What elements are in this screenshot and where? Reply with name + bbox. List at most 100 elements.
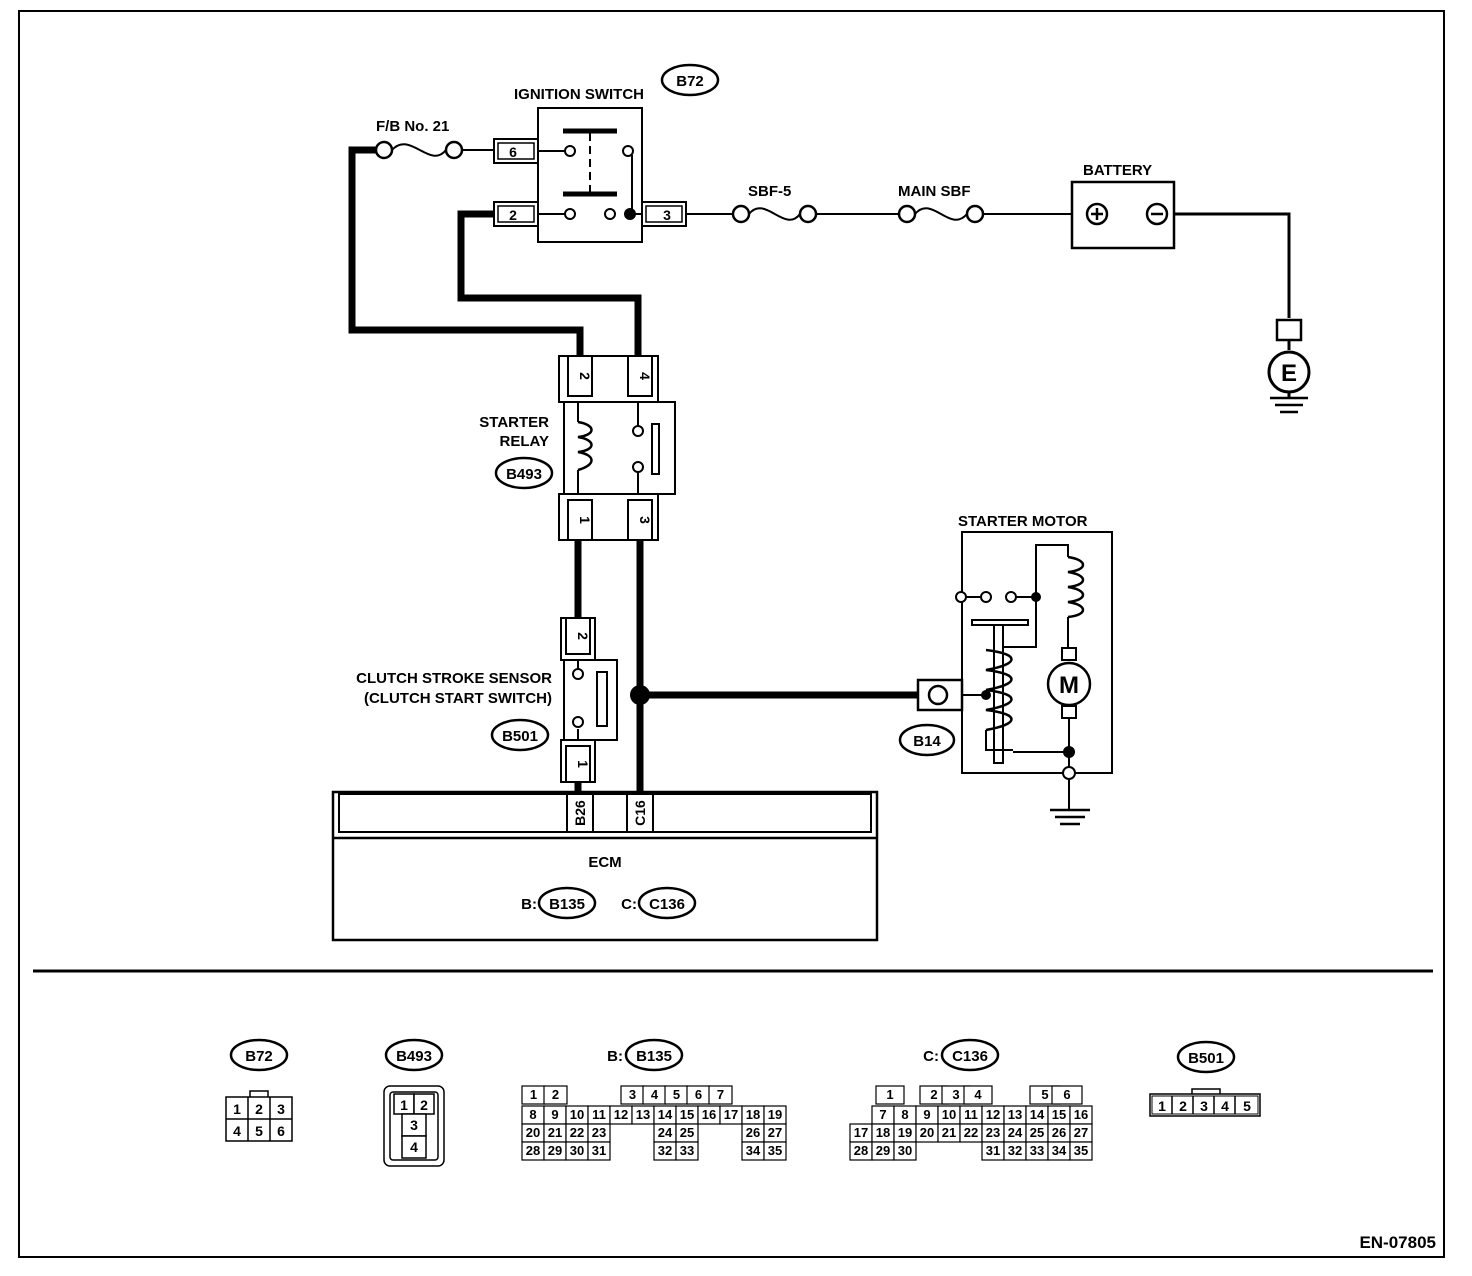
connector-pin-label: 19 [768, 1107, 782, 1122]
connector-pin-label: 25 [1030, 1125, 1044, 1140]
legend-connector-b72: B72 1 2 3 4 5 6 [225, 1038, 293, 1142]
connector-pin-cell [675, 1141, 699, 1161]
connector-badge-b135: B135 [537, 886, 597, 920]
ignition-pin-2: 2 [509, 207, 517, 223]
connector-pin-label: 6 [1063, 1087, 1070, 1102]
starter-motor-title: STARTER MOTOR [958, 513, 1088, 530]
battery-negative-icon [1145, 202, 1169, 226]
connector-pin-label: 18 [876, 1125, 890, 1140]
ecm: B26 C16 ECM B: B135 C: C136 [331, 790, 879, 942]
svg-text:1: 1 [1158, 1098, 1166, 1114]
document-code: EN-07805 [1359, 1233, 1436, 1252]
svg-text:B493: B493 [396, 1048, 432, 1065]
connector-pin-label: 27 [1074, 1125, 1088, 1140]
ignition-pin-6: 6 [509, 144, 517, 160]
svg-text:B493: B493 [506, 466, 542, 483]
ground-icon [1050, 808, 1090, 826]
connector-pin-label: 14 [1030, 1107, 1045, 1122]
svg-text:6: 6 [277, 1123, 285, 1139]
svg-text:B135: B135 [549, 896, 585, 913]
connector-pin-label: 12 [986, 1107, 1000, 1122]
connector-pin-label: 21 [942, 1125, 956, 1140]
connector-pin-label: 35 [1074, 1143, 1088, 1158]
connector-pin-label: 18 [746, 1107, 760, 1122]
connector-pin-label: 23 [592, 1125, 606, 1140]
connector-pin-label: 23 [986, 1125, 1000, 1140]
connector-pin-label: 30 [570, 1143, 584, 1158]
connector-pin-label: 22 [570, 1125, 584, 1140]
connector-pin-label: 16 [702, 1107, 716, 1122]
svg-text:3: 3 [410, 1117, 418, 1133]
ecm-title: ECM [588, 854, 621, 871]
svg-text:3: 3 [1200, 1098, 1208, 1114]
relay-pin-2: 2 [577, 372, 593, 380]
svg-text:5: 5 [255, 1123, 263, 1139]
ignition-pin-3: 3 [663, 207, 671, 223]
connector-pin-label: 35 [768, 1143, 782, 1158]
connector-pin-label: 7 [879, 1107, 886, 1122]
fuse-sbf5: SBF-5 [731, 183, 818, 224]
battery: BATTERY [1070, 162, 1176, 250]
connector-pin-cell [587, 1141, 611, 1161]
connector-pin-label: 5 [1041, 1087, 1048, 1102]
connector-pin-label: 2 [552, 1087, 559, 1102]
connector-badge-b14: B14 [898, 723, 956, 757]
connector-pin-label: 11 [964, 1107, 978, 1122]
clutch-sensor-title-1: CLUTCH STROKE SENSOR [356, 670, 552, 687]
connector-pin-label: 12 [614, 1107, 628, 1122]
svg-text:4: 4 [410, 1139, 418, 1155]
connector-pin-label: 14 [658, 1107, 673, 1122]
connector-pin-label: 20 [526, 1125, 540, 1140]
svg-text:C136: C136 [952, 1048, 988, 1065]
connector-pin-label: 15 [680, 1107, 694, 1122]
connector-pin-label: 19 [898, 1125, 912, 1140]
svg-text:B:: B: [607, 1048, 623, 1065]
field-coil-icon [1067, 555, 1085, 619]
connector-badge-b72: B72 [660, 63, 720, 97]
connector-pin-label: 10 [942, 1107, 956, 1122]
ground-icon [1270, 396, 1308, 414]
svg-text:B14: B14 [913, 733, 941, 750]
connector-pin-label: 4 [974, 1087, 982, 1102]
connector-pin-label: 9 [551, 1107, 558, 1122]
relay-pin-3: 3 [637, 516, 653, 524]
connector-pin-label: 33 [680, 1143, 694, 1158]
starter-motor: STARTER MOTOR B14 M [898, 513, 1113, 826]
connector-pin-label: 24 [1008, 1125, 1023, 1140]
connector-pin-label: 26 [1052, 1125, 1066, 1140]
connector-pin-label: 29 [876, 1143, 890, 1158]
connector-pin-label: 30 [898, 1143, 912, 1158]
svg-text:M: M [1059, 672, 1079, 699]
page-frame [18, 10, 1445, 1258]
relay-pin-4: 4 [637, 372, 653, 380]
ignition-switch-title: IGNITION SWITCH [514, 86, 644, 103]
svg-text:1: 1 [233, 1101, 241, 1117]
ecm-connector-prefix-b: B: [521, 896, 537, 913]
ground-e-label: E [1281, 360, 1297, 387]
relay-coil-icon [577, 420, 593, 472]
svg-text:5: 5 [1243, 1098, 1251, 1114]
svg-text:B72: B72 [245, 1048, 273, 1065]
svg-text:C:: C: [923, 1048, 939, 1065]
svg-text:B135: B135 [636, 1048, 672, 1065]
relay-pin-1: 1 [577, 516, 593, 524]
connector-badge-c136: C136 [637, 886, 697, 920]
connector-badge-b493: B493 [494, 456, 554, 490]
clutch-pin-1: 1 [575, 760, 591, 768]
svg-text:2: 2 [420, 1097, 428, 1113]
connector-pin-label: 1 [886, 1087, 893, 1102]
connector-pin-label: 17 [724, 1107, 738, 1122]
connector-pin-label: 15 [1052, 1107, 1066, 1122]
connector-pin-cell [963, 1085, 993, 1105]
connector-pin-label: 34 [746, 1143, 761, 1158]
svg-text:4: 4 [233, 1123, 241, 1139]
fuse-fb21-label: F/B No. 21 [376, 118, 449, 135]
svg-text:B501: B501 [502, 728, 538, 745]
ecm-terminal-c16: C16 [632, 800, 648, 826]
starter-relay-title-1: STARTER [479, 414, 549, 431]
connector-pin-label: 11 [592, 1107, 606, 1122]
legend-connector-b501: B501 1 2 3 4 5 [1149, 1040, 1261, 1117]
